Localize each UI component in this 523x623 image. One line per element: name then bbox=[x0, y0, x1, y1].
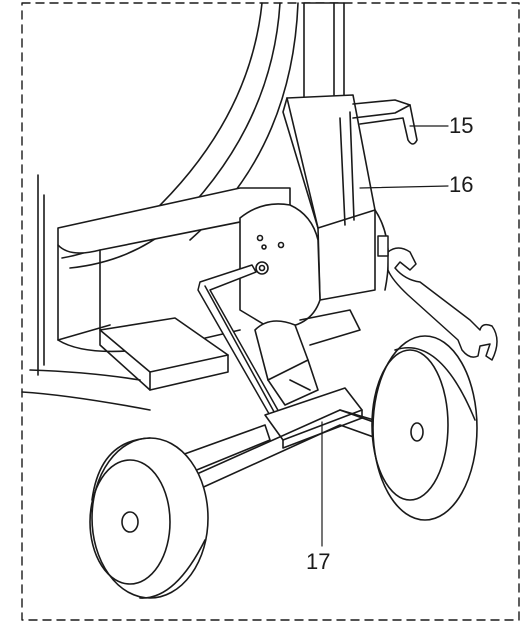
upright-pole bbox=[303, 2, 345, 106]
hook-bracket bbox=[352, 99, 418, 145]
front-block bbox=[99, 317, 229, 391]
leader-line-16 bbox=[359, 185, 449, 189]
dashed-frame bbox=[21, 2, 520, 621]
callout-label-15: 15 bbox=[449, 113, 474, 138]
wheel-front-left bbox=[89, 437, 209, 599]
leader-lines bbox=[321, 125, 449, 547]
machine-body-edges bbox=[21, 174, 151, 411]
open-end-wrench bbox=[377, 235, 498, 361]
callout-label-16: 16 bbox=[449, 172, 474, 197]
callout-label-17: 17 bbox=[306, 549, 331, 574]
wheel-rear-right bbox=[371, 335, 478, 521]
lower-socket bbox=[254, 309, 361, 406]
